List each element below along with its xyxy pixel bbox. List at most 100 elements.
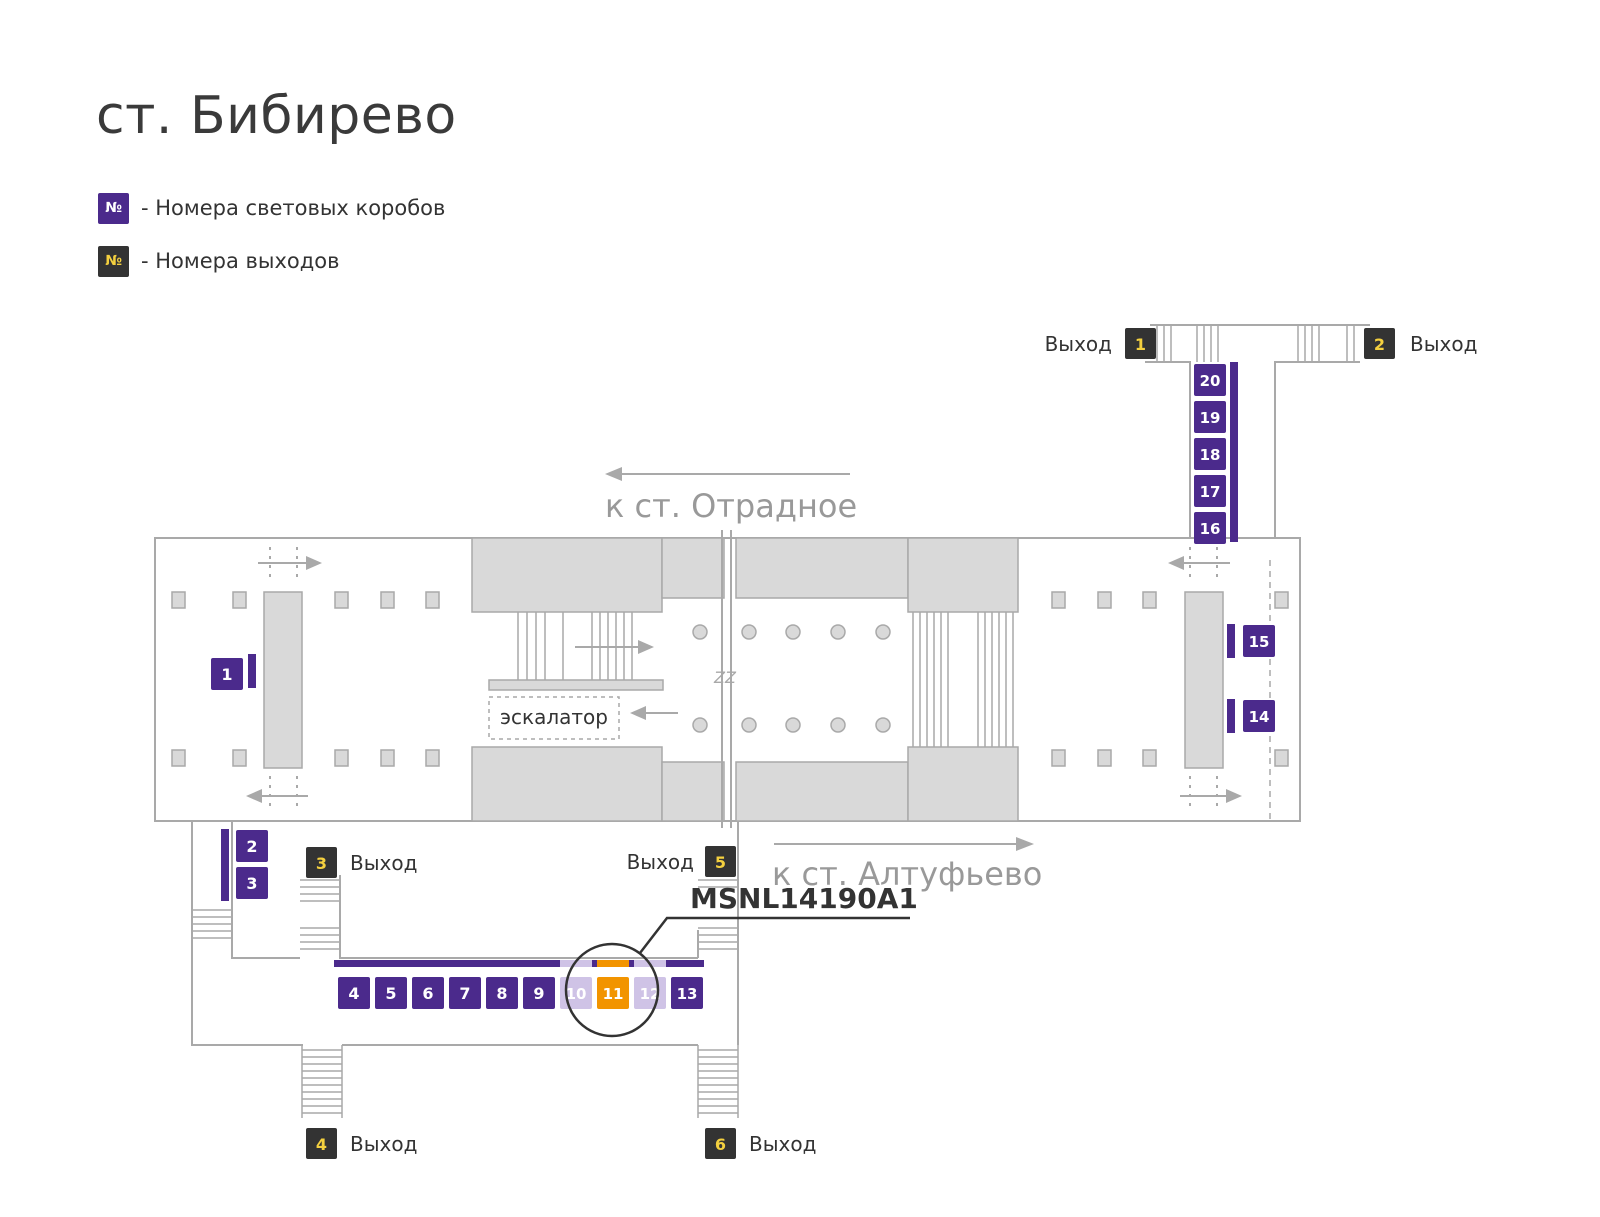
escalator-steps — [517, 612, 1014, 747]
light-box-number: 14 — [1249, 708, 1270, 726]
page-title: ст. Бибирево — [96, 86, 457, 146]
light-box-2[interactable]: 2 — [236, 830, 268, 862]
exit-number: 4 — [316, 1135, 327, 1154]
legend-row-exits: № - Номера выходов — [98, 245, 445, 277]
exit-badge — [705, 846, 736, 877]
light-box-number: 10 — [566, 985, 587, 1003]
platform-blocks — [263, 537, 1224, 822]
light-box-5[interactable]: 5 — [375, 977, 407, 1009]
light-box-17[interactable]: 17 — [1194, 475, 1226, 507]
light-box-13[interactable]: 13 — [671, 977, 703, 1009]
exit-2[interactable]: 2 Выход — [1364, 328, 1477, 359]
light-box-strip-highlight — [597, 960, 629, 967]
exit-label: Выход — [1410, 332, 1477, 356]
exit-1[interactable]: 1 Выход — [1045, 328, 1156, 359]
direction-south-label: к ст. Алтуфьево — [772, 855, 1042, 893]
light-box-20[interactable]: 20 — [1194, 364, 1226, 396]
light-box-strips — [221, 362, 1238, 967]
light-box-square — [236, 867, 268, 899]
callout-circle — [564, 942, 660, 1038]
light-box-number: 9 — [533, 984, 544, 1003]
light-box-square — [1243, 700, 1275, 732]
light-box-number: 20 — [1200, 372, 1221, 390]
escalator-label: эскалатор — [500, 705, 608, 729]
exit-label: Выход — [749, 1132, 816, 1156]
exit-number: 6 — [715, 1135, 726, 1154]
light-box-6[interactable]: 6 — [412, 977, 444, 1009]
light-box-1[interactable]: 1 — [211, 658, 243, 690]
light-box-16[interactable]: 16 — [1194, 512, 1226, 544]
legend-exits-text: - Номера выходов — [141, 249, 340, 273]
exit-6[interactable]: 6 Выход — [705, 1128, 816, 1159]
callout: MSNL14190A1 — [564, 882, 918, 1038]
exit-badge — [1364, 328, 1395, 359]
light-box-number: 13 — [677, 985, 698, 1003]
light-box-12[interactable]: 12 — [634, 960, 666, 1009]
exit-badge — [306, 1128, 337, 1159]
center-divider — [721, 530, 732, 828]
light-box-11[interactable]: 11 — [597, 960, 629, 1009]
light-box-square — [1194, 438, 1226, 470]
light-box-number: 18 — [1200, 446, 1221, 464]
light-box-square — [597, 977, 629, 1009]
light-box-square — [1194, 401, 1226, 433]
light-box-14[interactable]: 14 — [1243, 700, 1275, 732]
light-box-number: 15 — [1249, 633, 1270, 651]
light-box-number: 3 — [246, 874, 257, 893]
light-box-number: 6 — [422, 984, 433, 1003]
light-box-square — [412, 977, 444, 1009]
exit-label: Выход — [350, 1132, 417, 1156]
light-box-4[interactable]: 4 — [338, 977, 370, 1009]
direction-north-label: к ст. Отрадное — [605, 487, 857, 525]
round-columns — [692, 624, 891, 733]
light-box-number: 11 — [603, 985, 624, 1003]
exit-4[interactable]: 4 Выход — [306, 1128, 417, 1159]
light-box-number: 4 — [348, 984, 359, 1003]
escalator-frame — [488, 696, 620, 740]
light-box-number: 12 — [640, 985, 661, 1003]
exit-badge — [306, 847, 337, 878]
light-box-7[interactable]: 7 — [449, 977, 481, 1009]
light-box-10[interactable]: 10 — [560, 960, 592, 1009]
exit-label: Выход — [1045, 332, 1112, 356]
light-box-number: 2 — [246, 837, 257, 856]
exit-stairs — [192, 325, 1355, 1118]
exit-label: Выход — [627, 850, 694, 874]
exit-number: 5 — [715, 853, 726, 872]
direction-arrows — [605, 467, 1034, 851]
light-box-number: 8 — [496, 984, 507, 1003]
callout-leader — [639, 916, 910, 954]
exit-legend-icon: № — [98, 245, 129, 277]
legend: № - Номера световых коробов № - Номера в… — [98, 192, 446, 299]
light-box-15[interactable]: 15 — [1243, 625, 1275, 657]
light-box-square — [375, 977, 407, 1009]
light-box-square — [1194, 475, 1226, 507]
legend-row-boxes: № - Номера световых коробов — [98, 192, 446, 224]
light-box-square — [211, 658, 243, 690]
light-box-number: 7 — [459, 984, 470, 1003]
exit-5[interactable]: 5 Выход — [627, 846, 736, 877]
exit-number: 1 — [1135, 335, 1146, 354]
light-box-8[interactable]: 8 — [486, 977, 518, 1009]
light-box-number: 16 — [1200, 520, 1221, 538]
light-box-number: 19 — [1200, 409, 1221, 427]
light-box-square — [338, 977, 370, 1009]
light-box-9[interactable]: 9 — [523, 977, 555, 1009]
light-box-square — [486, 977, 518, 1009]
exit-label: Выход — [350, 851, 417, 875]
exit-number: 2 — [1374, 335, 1385, 354]
light-box-square — [236, 830, 268, 862]
light-box-number: 1 — [221, 665, 232, 684]
exit-number: 3 — [316, 854, 327, 873]
light-box-18[interactable]: 18 — [1194, 438, 1226, 470]
light-box-19[interactable]: 19 — [1194, 401, 1226, 433]
exit-3[interactable]: 3 Выход — [306, 847, 417, 878]
light-box-square — [671, 977, 703, 1009]
light-box-3[interactable]: 3 — [236, 867, 268, 899]
light-box-legend-icon: № — [98, 192, 129, 224]
legend-boxes-text: - Номера световых коробов — [141, 196, 446, 220]
light-box-square — [1194, 364, 1226, 396]
